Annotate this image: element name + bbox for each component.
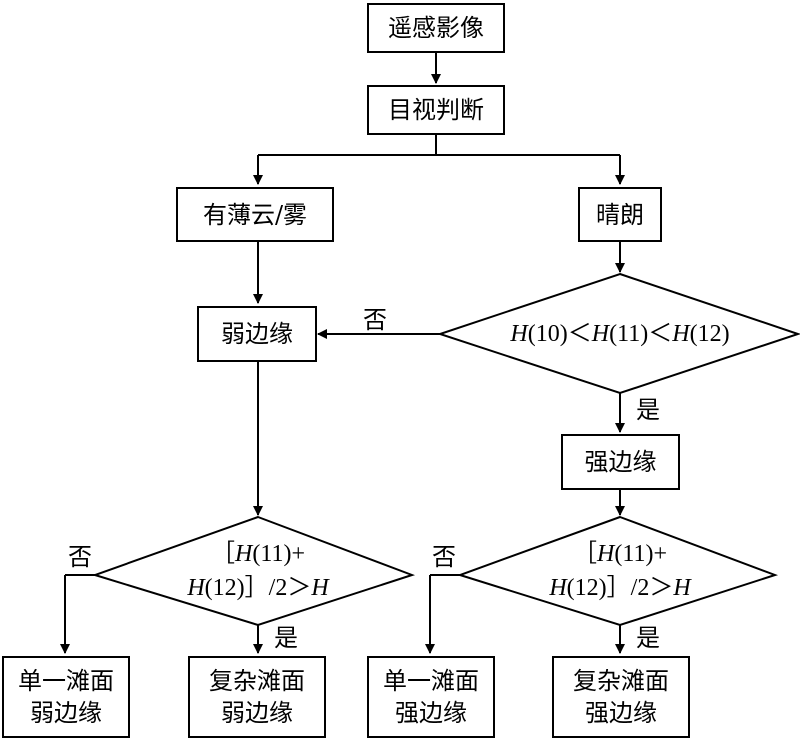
node-label-line1: 单一滩面 — [18, 667, 114, 695]
node-label: 晴朗 — [596, 200, 644, 229]
decision-threshold-strong-line2: H(12)］/2＞H — [549, 575, 691, 601]
node-strong-edge: 强边缘 — [561, 434, 680, 490]
node-label: 目视判断 — [388, 96, 484, 124]
decision-threshold-strong-line1: ［H(11)+ — [573, 541, 667, 567]
node-complex-flat-strong-edge: 复杂滩面 强边缘 — [552, 656, 690, 738]
node-label: 弱边缘 — [221, 320, 293, 348]
edge-label-no-weak: 否 — [68, 543, 92, 571]
decision-histogram-order-label: H(10)＜H(11)＜H(12) — [510, 321, 730, 347]
decision-threshold-strong — [456, 515, 779, 627]
node-weak-edge: 弱边缘 — [197, 306, 317, 362]
node-label: 遥感影像 — [388, 14, 484, 42]
node-label-line1: 复杂滩面 — [573, 667, 669, 695]
node-label-line1: 单一滩面 — [383, 667, 479, 695]
node-label: 强边缘 — [584, 448, 657, 476]
node-single-flat-weak-edge: 单一滩面 弱边缘 — [2, 656, 130, 738]
node-complex-flat-weak-edge: 复杂滩面 弱边缘 — [188, 656, 326, 738]
node-remote-sensing-image: 遥感影像 — [367, 3, 505, 53]
node-label: 有薄云/雾 — [202, 200, 308, 229]
edge-label-yes-strong: 是 — [636, 624, 660, 652]
decision-threshold-weak — [91, 515, 416, 627]
node-label-line1: 复杂滩面 — [209, 667, 305, 695]
decision-histogram-order — [436, 272, 800, 395]
node-single-flat-strong-edge: 单一滩面 强边缘 — [367, 656, 495, 738]
node-label-line2: 强边缘 — [585, 699, 657, 727]
edge-label-yes-histogram: 是 — [636, 396, 660, 424]
node-visual-judgment: 目视判断 — [367, 85, 505, 135]
node-label-line2: 强边缘 — [395, 699, 467, 727]
node-label-line2: 弱边缘 — [221, 699, 293, 727]
edge-label-no-strong: 否 — [432, 543, 456, 571]
node-thin-cloud-fog: 有薄云/雾 — [176, 187, 334, 242]
edge-label-yes-weak: 是 — [274, 624, 298, 652]
edge-label-no-histogram: 否 — [363, 306, 387, 334]
node-label-line2: 弱边缘 — [30, 699, 102, 727]
node-clear: 晴朗 — [578, 187, 662, 242]
decision-threshold-weak-line1: ［H(11)+ — [211, 541, 305, 567]
decision-threshold-weak-line2: H(12)］/2＞H — [187, 575, 329, 601]
